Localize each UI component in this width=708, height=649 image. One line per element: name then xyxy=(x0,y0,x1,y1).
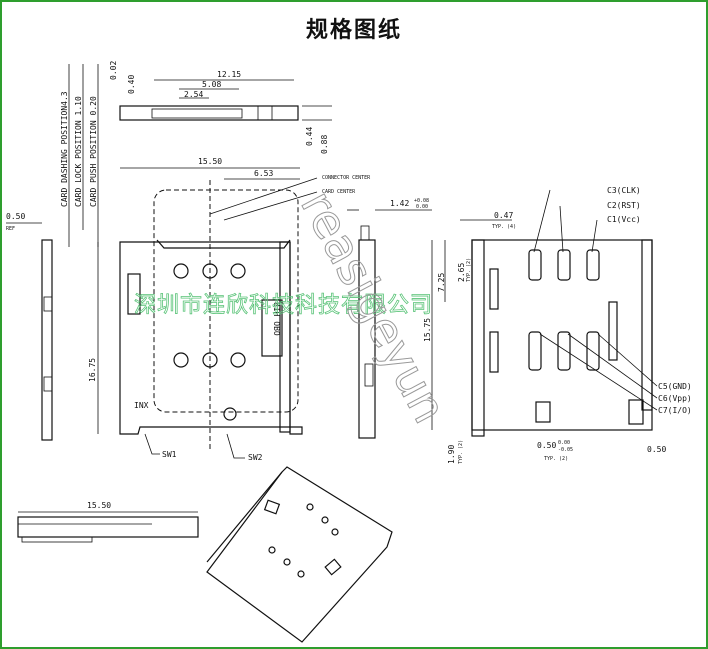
sw1-label: SW1 xyxy=(162,450,177,459)
page-title: 规格图纸 xyxy=(305,18,402,43)
dim-6-53: 6.53 xyxy=(254,169,273,178)
isometric-view xyxy=(206,466,393,643)
pin-c1-vcc: C1(Vcc) xyxy=(607,215,641,224)
connector-center-label: CONNECTOR CENTER xyxy=(322,175,371,181)
label-lock: CARD LOCK POSITION 1.10 xyxy=(74,96,83,207)
dim-0-44: 0.44 xyxy=(305,127,314,146)
dim-12-15: 12.15 xyxy=(217,70,241,79)
dim-0-50-ref: 0.50 xyxy=(6,212,25,221)
pin-c6-vpp: C6(Vpp) xyxy=(658,394,692,403)
label-dashing: CARD DASHING POSITION4.3 xyxy=(60,91,69,207)
label-push: CARD PUSH POSITION 0.20 xyxy=(89,96,98,207)
dim-2-65-typ: TYP. (2) xyxy=(466,258,472,282)
dim-0-40: 0.40 xyxy=(127,75,136,94)
inx-label: INX xyxy=(134,401,149,410)
dim-0-50: 0.50 xyxy=(647,445,666,454)
dim-15-50: 15.50 xyxy=(198,157,222,166)
bottom-dim-15-50: 15.50 xyxy=(87,501,111,510)
dim-2-54: 2.54 xyxy=(184,90,203,99)
dim-5-08: 5.08 xyxy=(202,80,221,89)
tol-a: 0.00 xyxy=(558,440,570,446)
pin-c2-rst: C2(RST) xyxy=(607,201,641,210)
contacts xyxy=(489,249,644,425)
dim-1-90: 1.90 xyxy=(447,445,456,464)
dim-2-65: 2.65 xyxy=(457,263,466,282)
dim-0-47: 0.47 xyxy=(494,211,513,220)
sw2-label: SW2 xyxy=(248,453,263,462)
pad-view: C3(CLK) C2(RST) C1(Vcc) C5(GND) C6(Vpp) … xyxy=(423,186,692,464)
pin-c3-clk: C3(CLK) xyxy=(607,186,641,195)
dim-0-47-typ: TYP. (4) xyxy=(492,224,516,230)
contact-circles xyxy=(173,263,246,421)
bottom-view: 15.50 xyxy=(17,501,199,543)
tol-b: -0.05 xyxy=(558,447,573,453)
ref-label: REF xyxy=(6,226,15,232)
company-watermark: 深圳市连欣科技科技有限公司 xyxy=(134,293,433,318)
side-view: 1.42 +0.08 0.00 xyxy=(347,198,432,439)
tol-minus: 0.00 xyxy=(416,204,428,210)
dim-7-25: 7.25 xyxy=(437,273,446,292)
dim-0-50-typ: TYP. (2) xyxy=(544,456,568,462)
position-labels: CARD DASHING POSITION4.3 CARD LOCK POSIT… xyxy=(60,64,99,247)
dim-15-75: 15.75 xyxy=(423,318,432,342)
top-view: 12.15 5.08 2.54 0.02 0.40 0.44 0.88 xyxy=(109,61,332,154)
tol-plus: +0.08 xyxy=(414,198,429,204)
dim-0-02: 0.02 xyxy=(109,61,118,80)
dim-1-90-typ: TYP. (2) xyxy=(458,440,464,464)
dim-0-50-tol: 0.50 xyxy=(537,441,556,450)
pin-c5-gnd: C5(GND) xyxy=(658,382,692,391)
card-marking: 8IH OBO xyxy=(272,302,281,336)
card-center-label: CARD CENTER xyxy=(322,189,356,195)
dim-0-88: 0.88 xyxy=(320,135,329,154)
dim-16-75: 16.75 xyxy=(88,358,97,382)
pin-c7-io: C7(I/O) xyxy=(658,406,692,415)
main-view: 15.50 6.53 CONNECTOR CENTER CARD CENTER … xyxy=(6,157,371,462)
dim-1-42: 1.42 xyxy=(390,199,409,208)
